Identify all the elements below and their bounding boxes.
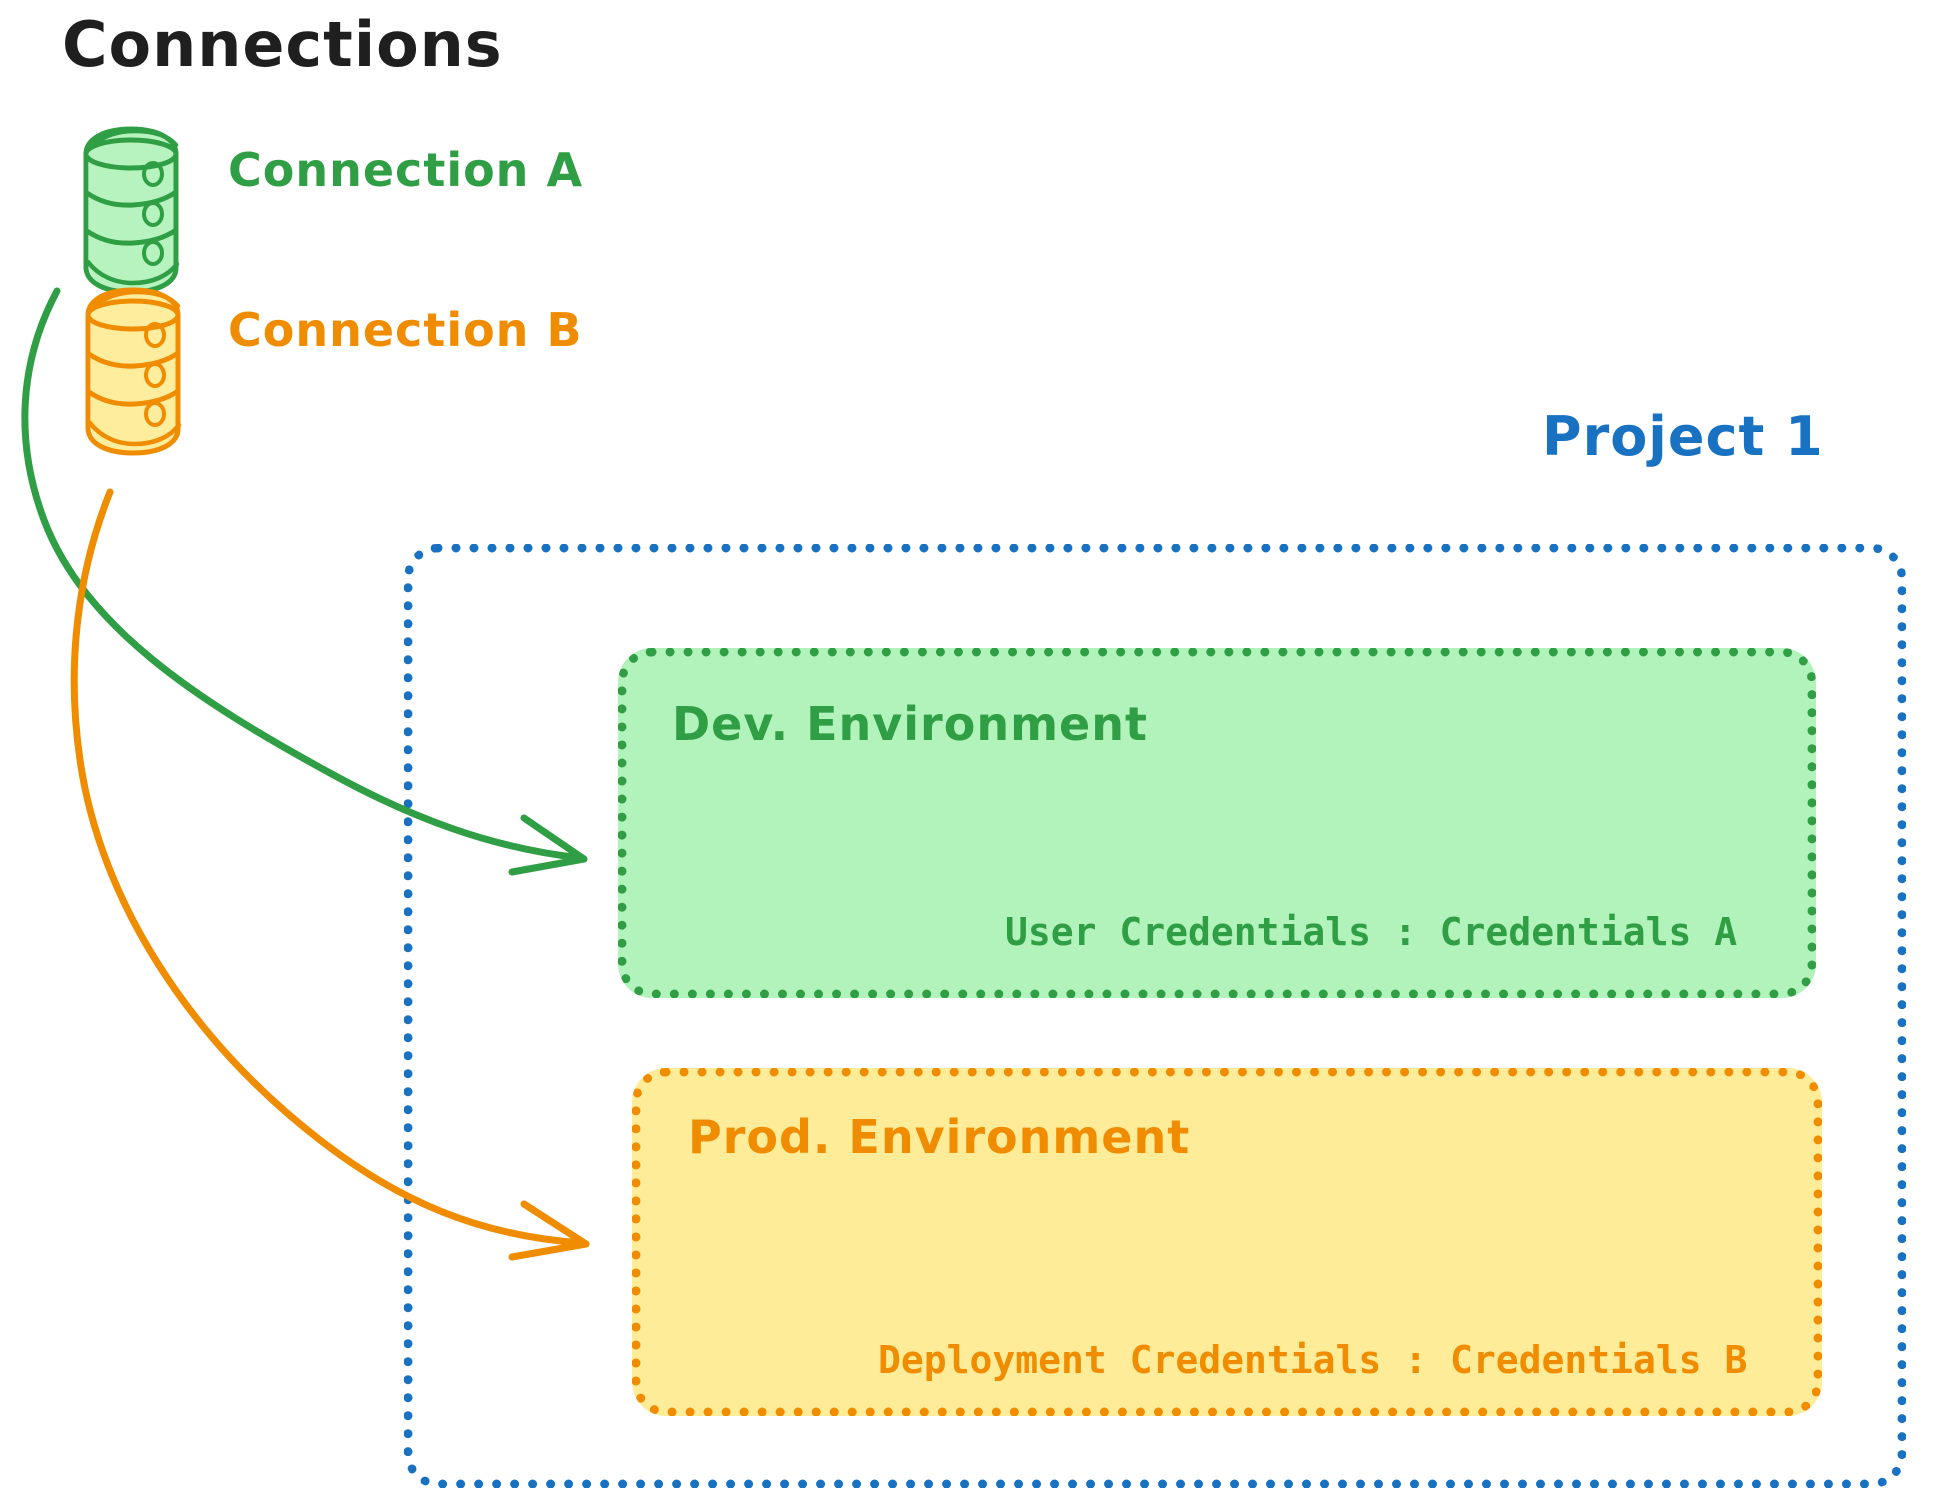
dev-environment-credentials: User Credentials : Credentials A — [1005, 910, 1738, 954]
prod-environment-box — [632, 1068, 1822, 1416]
connection-b-label: Connection B — [228, 303, 583, 357]
prod-environment-title: Prod. Environment — [688, 1110, 1191, 1164]
dev-environment-title: Dev. Environment — [672, 697, 1148, 751]
project-label: Project 1 — [1542, 405, 1824, 468]
database-cylinder-icon-connection-b[interactable] — [85, 287, 182, 456]
page-title: Connections — [62, 8, 503, 81]
dev-environment-box — [618, 648, 1816, 998]
database-cylinder-icon-connection-a[interactable] — [83, 126, 180, 295]
connection-a-label: Connection A — [228, 143, 584, 197]
prod-environment-credentials: Deployment Credentials : Credentials B — [878, 1338, 1748, 1382]
